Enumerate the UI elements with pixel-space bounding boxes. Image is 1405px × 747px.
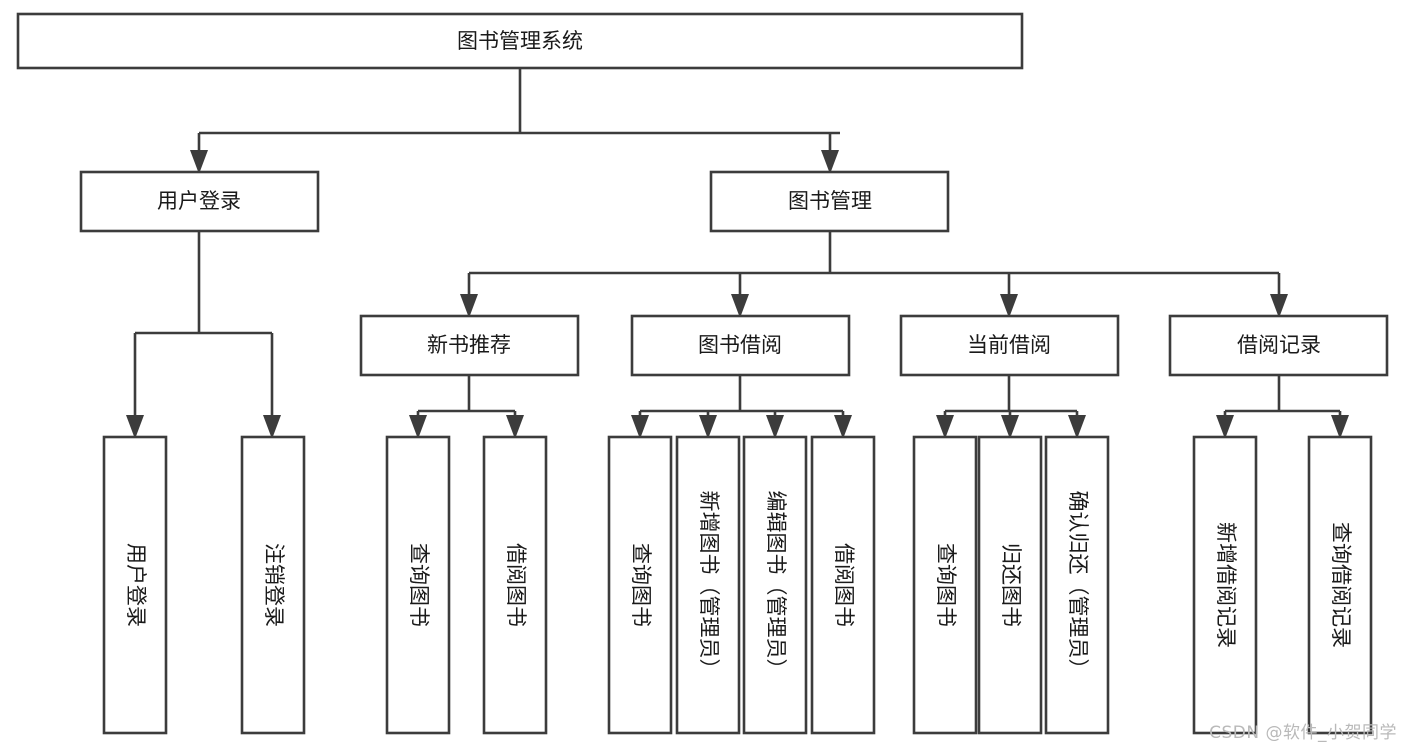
node-leaf-query-record-label: 查询借阅记录 (1329, 522, 1353, 648)
node-current-borrow-label: 当前借阅 (967, 333, 1051, 357)
node-leaf-borrow-book-2-box[interactable] (810, 435, 876, 735)
arrow-to-book-borrow (731, 294, 749, 318)
node-leaf-borrow-book-2[interactable]: 借阅图书 (810, 435, 876, 735)
node-new-book-recommend-box[interactable] (359, 314, 580, 377)
node-leaf-query-book-1-box[interactable] (385, 435, 451, 735)
node-root-box[interactable] (16, 12, 1024, 70)
node-book-borrow[interactable]: 图书借阅 (630, 314, 851, 377)
arrow-to-borrow-record (1270, 294, 1288, 318)
node-leaf-confirm-return-box[interactable] (1044, 435, 1110, 735)
node-book-manage-label: 图书管理 (788, 189, 872, 213)
arrow-leaf-borrow-book-1 (506, 415, 524, 439)
node-root-label: 图书管理系统 (457, 29, 583, 53)
node-leaf-confirm-return-label: 确认归还（管理员） (1066, 491, 1090, 680)
node-leaf-edit-book-box[interactable] (742, 435, 808, 735)
node-book-manage[interactable]: 图书管理 (709, 170, 950, 233)
node-current-borrow[interactable]: 当前借阅 (899, 314, 1120, 377)
node-leaf-user-login-label: 用户登录 (124, 543, 148, 627)
node-borrow-record-label: 借阅记录 (1237, 333, 1321, 357)
arrow-leaf-query-record (1331, 415, 1349, 439)
node-leaf-query-book-3[interactable]: 查询图书 (912, 435, 978, 735)
node-leaf-add-record-box[interactable] (1192, 435, 1258, 735)
csdn-watermark: CSDN @软件_小贺同学 (1209, 723, 1397, 743)
node-leaf-return-book-label: 归还图书 (999, 543, 1023, 627)
node-leaf-borrow-book-1[interactable]: 借阅图书 (482, 435, 548, 735)
node-leaf-add-record[interactable]: 新增借阅记录 (1192, 435, 1258, 735)
node-leaf-add-book[interactable]: 新增图书（管理员） (675, 435, 741, 735)
node-leaf-user-login-box[interactable] (102, 435, 168, 735)
arrow-leaf-confirm-return (1068, 415, 1086, 439)
arrow-leaf-add-book (699, 415, 717, 439)
arrow-to-current-borrow (1000, 294, 1018, 318)
node-leaf-query-book-1[interactable]: 查询图书 (385, 435, 451, 735)
node-borrow-record-box[interactable] (1168, 314, 1389, 377)
node-leaf-query-book-2[interactable]: 查询图书 (607, 435, 673, 735)
arrow-leaf-user-login (126, 415, 144, 439)
node-leaf-borrow-book-2-label: 借阅图书 (832, 543, 856, 627)
node-user-login[interactable]: 用户登录 (79, 170, 320, 233)
node-leaf-query-book-3-box[interactable] (912, 435, 978, 735)
node-leaf-logout-box[interactable] (240, 435, 306, 735)
arrow-leaf-edit-book (766, 415, 784, 439)
node-leaf-add-book-box[interactable] (675, 435, 741, 735)
node-leaf-query-book-1-label: 查询图书 (407, 543, 431, 627)
node-leaf-query-record-box[interactable] (1307, 435, 1373, 735)
arrow-leaf-query-book-2 (631, 415, 649, 439)
node-leaf-confirm-return[interactable]: 确认归还（管理员） (1044, 435, 1110, 735)
arrow-to-new-book-recommend (460, 294, 478, 318)
node-leaf-query-book-3-label: 查询图书 (934, 543, 958, 627)
node-leaf-query-book-2-label: 查询图书 (629, 543, 653, 627)
node-borrow-record[interactable]: 借阅记录 (1168, 314, 1389, 377)
node-leaf-logout[interactable]: 注销登录 (240, 435, 306, 735)
arrow-root-to-book-manage (821, 150, 839, 174)
node-leaf-borrow-book-1-label: 借阅图书 (504, 543, 528, 627)
arrow-leaf-query-book-3 (936, 415, 954, 439)
node-leaf-add-book-label: 新增图书（管理员） (697, 491, 721, 680)
node-leaf-query-book-2-box[interactable] (607, 435, 673, 735)
node-book-borrow-box[interactable] (630, 314, 851, 377)
node-book-manage-box[interactable] (709, 170, 950, 233)
arrow-leaf-query-book-1 (409, 415, 427, 439)
node-user-login-box[interactable] (79, 170, 320, 233)
connector-layer (126, 68, 1349, 439)
node-new-book-recommend[interactable]: 新书推荐 (359, 314, 580, 377)
node-leaf-logout-label: 注销登录 (262, 543, 286, 627)
node-new-book-recommend-label: 新书推荐 (427, 333, 511, 357)
node-user-login-label: 用户登录 (157, 189, 241, 213)
node-leaf-borrow-book-1-box[interactable] (482, 435, 548, 735)
arrow-leaf-return-book (1001, 415, 1019, 439)
arrow-root-to-user-login (190, 150, 208, 174)
node-leaf-edit-book-label: 编辑图书（管理员） (764, 491, 788, 680)
node-leaf-add-record-label: 新增借阅记录 (1214, 522, 1238, 648)
node-leaf-return-book-box[interactable] (977, 435, 1043, 735)
arrow-leaf-add-record (1216, 415, 1234, 439)
node-current-borrow-box[interactable] (899, 314, 1120, 377)
node-book-borrow-label: 图书借阅 (698, 333, 782, 357)
arrow-leaf-borrow-book-2 (834, 415, 852, 439)
node-root[interactable]: 图书管理系统 (16, 12, 1024, 70)
node-leaf-return-book[interactable]: 归还图书 (977, 435, 1043, 735)
node-leaf-query-record[interactable]: 查询借阅记录 (1307, 435, 1373, 735)
arrow-leaf-logout (263, 415, 281, 439)
node-leaf-user-login[interactable]: 用户登录 (102, 435, 168, 735)
node-leaf-edit-book[interactable]: 编辑图书（管理员） (742, 435, 808, 735)
